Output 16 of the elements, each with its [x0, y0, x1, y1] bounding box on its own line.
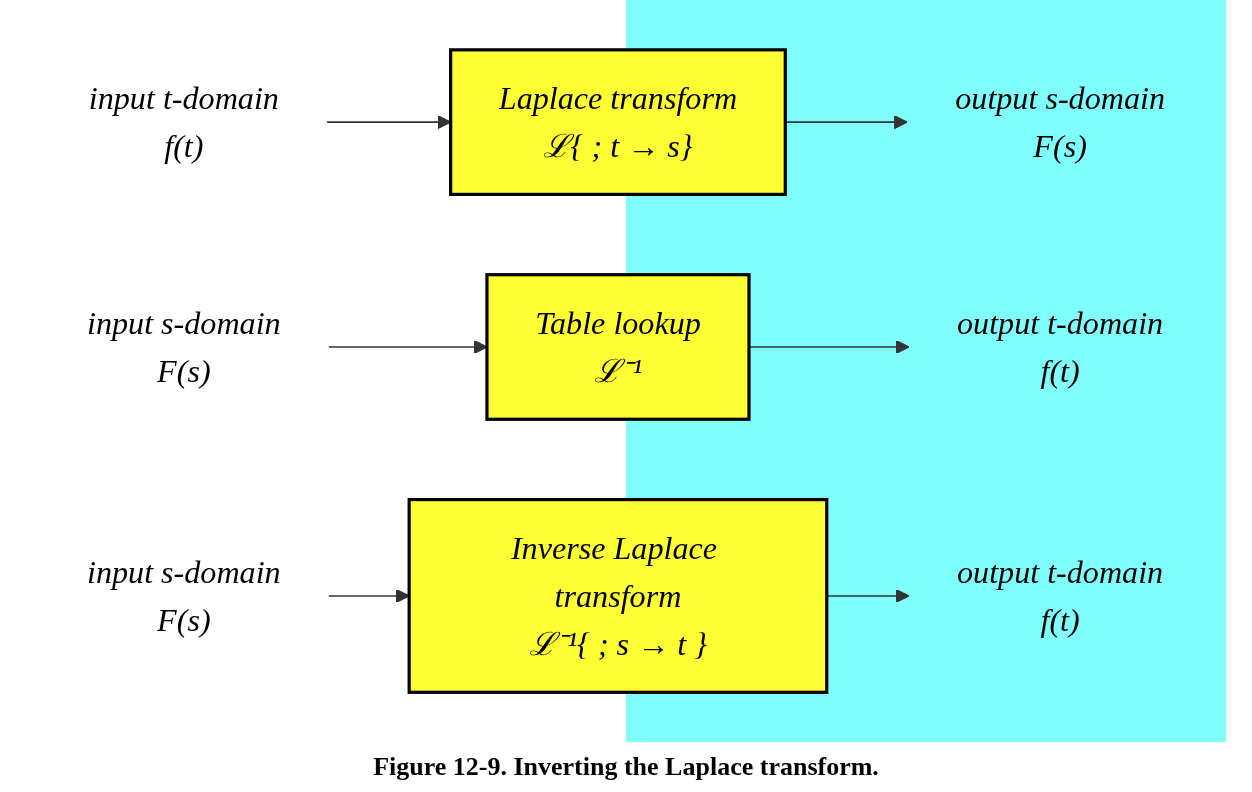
node-label: output t-domain	[957, 305, 1164, 341]
node-label: input s-domain	[87, 305, 281, 341]
node-label: input t-domain	[88, 80, 279, 116]
node-box: Inverse Laplace transform ℒ⁻¹{ ; s → t }	[407, 497, 829, 694]
node-text: F(s)	[157, 602, 211, 638]
node-label: input s-domain	[87, 554, 281, 590]
node-text: f(t)	[1040, 602, 1080, 638]
node-box: Table lookup ℒ⁻¹	[485, 273, 751, 421]
node-text: F(s)	[157, 353, 211, 389]
node-text: f(t)	[164, 128, 204, 164]
node-text: f(t)	[1040, 353, 1080, 389]
figure-caption: Figure 12-9. Inverting the Laplace transform.	[372, 751, 880, 783]
node-label: output s-domain	[955, 80, 1165, 116]
node-text: F(s)	[1033, 128, 1087, 164]
node-label: output t-domain	[957, 554, 1164, 590]
node-box: Laplace transform ℒ{ ; t → s}	[449, 48, 787, 196]
